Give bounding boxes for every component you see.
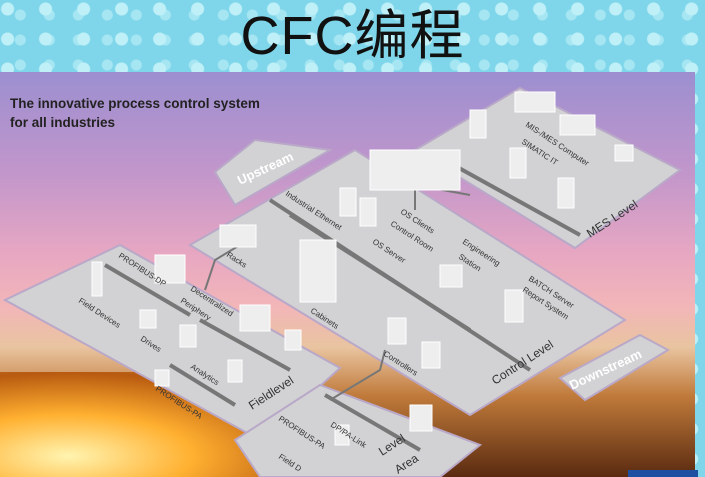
lower-rack-icon [409, 404, 433, 432]
control-platform [188, 148, 627, 417]
downstream-arrow [558, 333, 671, 402]
diagram-caption: The innovative process control system fo… [10, 94, 260, 132]
control-room-icon [369, 149, 461, 191]
workstation-icon [514, 91, 556, 113]
controller-icon [421, 341, 441, 369]
periphery-icon [154, 254, 186, 284]
engineering-station-icon [439, 264, 463, 288]
profibus-pa-bus [168, 363, 237, 407]
lower-platform [233, 383, 482, 477]
device-icon [227, 359, 243, 383]
workstation-icon [559, 114, 596, 136]
racks-link [204, 244, 241, 291]
slide-title: CFC编程 [240, 6, 465, 66]
analytics-icon [179, 324, 197, 348]
process-control-diagram: The innovative process control system fo… [0, 72, 695, 477]
drive-icon [139, 309, 157, 329]
batch-server-icon [504, 289, 524, 323]
controllers-link [329, 349, 386, 401]
upstream-arrow [213, 138, 334, 207]
caption-line-2: for all industries [10, 115, 116, 130]
lower-bus [323, 393, 422, 452]
server-icon [509, 147, 527, 179]
slide-header: CFC编程 [0, 0, 705, 72]
profibus-dp-bus [103, 263, 192, 317]
pa-device-icon [154, 369, 170, 387]
field-platform [2, 243, 342, 442]
monitor-icon [614, 144, 634, 162]
os-server-icon [359, 197, 377, 227]
periphery-icon [239, 304, 271, 332]
cabinet-icon [299, 239, 337, 303]
field-device-icon [91, 261, 103, 297]
os-server-icon [339, 187, 357, 217]
isometric-network: Upstream Downstream MES Level Control Le… [2, 86, 682, 477]
dp-pa-link-icon [334, 424, 350, 446]
device-icon [284, 329, 302, 351]
server-icon [557, 177, 575, 209]
server-icon [469, 109, 487, 139]
slide-corner-badge [628, 470, 698, 477]
controller-icon [387, 317, 407, 345]
caption-line-1: The innovative process control system [10, 96, 260, 111]
os-bus [288, 213, 472, 332]
rack-icon [219, 224, 257, 248]
field-bus [199, 318, 291, 372]
